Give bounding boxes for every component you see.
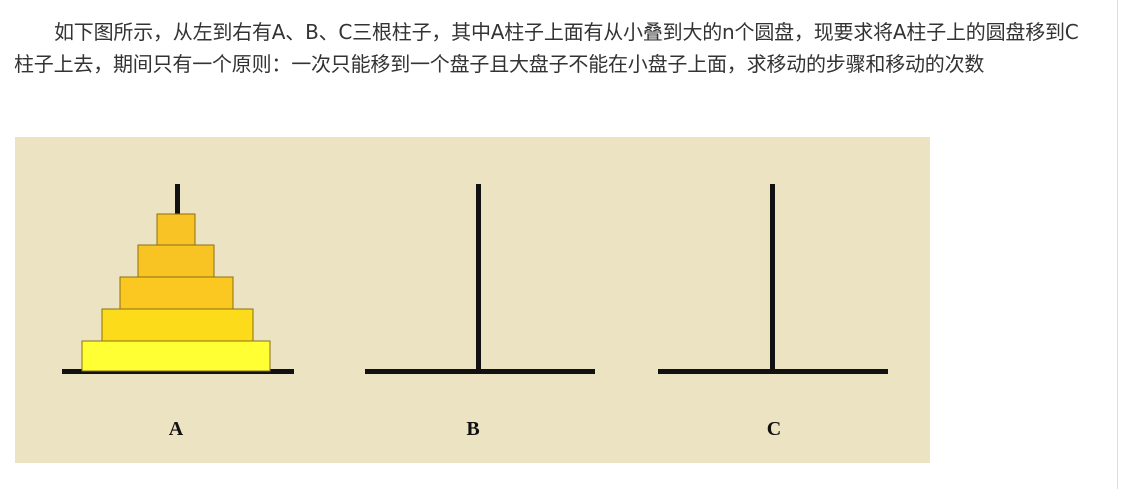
article-body: 如下图所示，从左到右有A、B、C三根柱子，其中A柱子上面有从小叠到大的n个圆盘，… (14, 16, 1094, 80)
peg-b: B (365, 184, 595, 440)
disk-2 (137, 244, 215, 278)
disk-4 (101, 308, 254, 342)
peg-b-base (365, 369, 595, 374)
tower-of-hanoi-figure: A B C (15, 137, 930, 463)
peg-a-label: A (169, 418, 184, 440)
intro-paragraph: 如下图所示，从左到右有A、B、C三根柱子，其中A柱子上面有从小叠到大的n个圆盘，… (14, 20, 1079, 76)
peg-b-rod (476, 184, 481, 374)
disk-1 (156, 213, 196, 246)
hanoi-diagram: A B C (62, 184, 888, 440)
peg-c-base (658, 369, 888, 374)
peg-b-label: B (466, 418, 479, 440)
peg-c-label: C (767, 418, 781, 440)
peg-a: A (62, 184, 294, 440)
peg-c-rod (770, 184, 775, 374)
disk-5 (81, 340, 271, 372)
peg-c: C (658, 184, 888, 440)
page-edge-divider (1117, 0, 1118, 489)
disk-3 (119, 276, 234, 310)
